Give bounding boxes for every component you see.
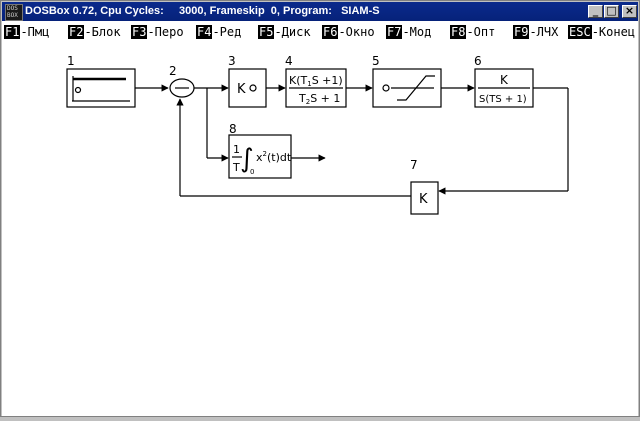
block-7-feedback-gain[interactable] bbox=[410, 181, 439, 215]
diagram-canvas[interactable]: 1 2 3 4 5 6 7 8 K K(T1S +1) T2S + 1 K S(… bbox=[2, 43, 638, 416]
menu-key-f6: F6 bbox=[322, 25, 339, 39]
menu-item-f8[interactable]: F8-Опт bbox=[450, 24, 495, 40]
menu-item-f9[interactable]: F9-ЛЧХ bbox=[513, 24, 558, 40]
block-4-den-sub: 2 bbox=[306, 98, 310, 106]
block-2-number: 2 bbox=[169, 64, 177, 78]
block-4-num-rest: S +1) bbox=[312, 74, 343, 87]
block-7-label: K bbox=[419, 192, 428, 207]
block-7-number: 7 bbox=[410, 158, 418, 172]
menu-item-f3[interactable]: F3-Перо bbox=[131, 24, 184, 40]
menu-key-f8: F8 bbox=[450, 25, 467, 39]
menu-key-f2: F2 bbox=[68, 25, 85, 39]
menu-label-f3: -Перо bbox=[147, 25, 184, 39]
menu-label-f2: -Блок bbox=[84, 25, 121, 39]
block-6-denominator: S(TS + 1) bbox=[479, 94, 527, 105]
block-8-integral-square[interactable] bbox=[228, 134, 292, 179]
window-title: DOSBox 0.72, Cpu Cycles: 3000, Frameskip… bbox=[25, 5, 380, 17]
block-4-number: 4 bbox=[285, 54, 293, 68]
block-1-number: 1 bbox=[67, 54, 75, 68]
title-bar[interactable]: DOS BOX DOSBox 0.72, Cpu Cycles: 3000, F… bbox=[2, 2, 638, 21]
menu-key-f5: F5 bbox=[258, 25, 275, 39]
block-6-numerator: K bbox=[500, 73, 509, 87]
block-3-port-icon bbox=[249, 84, 257, 92]
menu-item-f1[interactable]: F1-Пмц bbox=[4, 24, 49, 40]
block-8-frac-den: T bbox=[232, 161, 240, 174]
block-8-rest: (t)dt bbox=[267, 151, 292, 164]
block-diagram: 1 2 3 4 5 6 7 8 K K(T1S +1) T2S + 1 K S(… bbox=[66, 54, 569, 215]
block-5-curve bbox=[397, 75, 435, 101]
close-icon: × bbox=[624, 4, 635, 17]
block-4-num-sub: 1 bbox=[307, 80, 311, 88]
menu-label-f9: -ЛЧХ bbox=[529, 25, 559, 39]
block-4-num-main: K(T bbox=[289, 74, 308, 87]
menu-item-f6[interactable]: F6-Окно bbox=[322, 24, 375, 40]
menu-key-f3: F3 bbox=[131, 25, 148, 39]
menu-item-f5[interactable]: F5-Диск bbox=[258, 24, 311, 40]
menu-key-f7: F7 bbox=[386, 25, 403, 39]
block-8-number: 8 bbox=[229, 122, 237, 136]
menu-key-f1: F1 bbox=[4, 25, 21, 39]
block-4-den-main: T bbox=[298, 92, 306, 105]
menu-key-f9: F9 bbox=[513, 25, 530, 39]
menu-label-f8: -Опт bbox=[466, 25, 496, 39]
block-8-frac-num: 1 bbox=[233, 143, 240, 156]
block-4-numerator: K(T1S +1) bbox=[289, 74, 343, 88]
block-5-port-icon bbox=[382, 84, 390, 92]
block-3-label: K bbox=[237, 82, 246, 97]
block-6-number: 6 bbox=[474, 54, 482, 68]
menu-item-f7[interactable]: F7-Мод bbox=[386, 24, 431, 40]
menu-item-f2[interactable]: F2-Блок bbox=[68, 24, 121, 40]
dosbox-icon[interactable]: DOS BOX bbox=[5, 4, 23, 21]
block-8-lower-limit: 0 bbox=[250, 168, 254, 176]
block-8-expr: x bbox=[256, 151, 263, 164]
block-3-number: 3 bbox=[228, 54, 236, 68]
block-5-number: 5 bbox=[372, 54, 380, 68]
menu-label-f1: -Пмц bbox=[20, 25, 50, 39]
minimize-icon: _ bbox=[592, 4, 599, 17]
block-8-integrand: x2(t)dt bbox=[256, 150, 292, 164]
menu-label-f6: -Окно bbox=[338, 25, 375, 39]
block-4-den-rest: S + 1 bbox=[310, 92, 340, 105]
block-8-integral-sign: ∫ bbox=[240, 144, 254, 174]
block-4-denominator: T2S + 1 bbox=[298, 92, 340, 106]
menu-label-f5: -Диск bbox=[274, 25, 311, 39]
maximize-button[interactable]: □ bbox=[604, 4, 619, 18]
function-key-menu: F1-Пмц F2-Блок F3-Перо F4-Ред F5-Диск F6… bbox=[2, 21, 638, 43]
menu-label-esc: -Конец bbox=[591, 25, 636, 39]
menu-key-esc: ESC bbox=[568, 25, 592, 39]
menu-item-f4[interactable]: F4-Ред bbox=[196, 24, 241, 40]
menu-label-f7: -Мод bbox=[402, 25, 432, 39]
dosbox-icon-text-top: DOS bbox=[7, 5, 18, 12]
block-3-gain[interactable] bbox=[228, 68, 267, 108]
block-1-port-icon bbox=[74, 86, 82, 94]
dosbox-icon-text-bottom: BOX bbox=[7, 12, 18, 19]
minimize-button[interactable]: _ bbox=[588, 4, 603, 18]
menu-key-f4: F4 bbox=[196, 25, 213, 39]
block-8-exp: 2 bbox=[263, 150, 267, 158]
close-button[interactable]: × bbox=[622, 4, 637, 18]
menu-item-esc[interactable]: ESC-Конец bbox=[568, 24, 635, 40]
maximize-icon: □ bbox=[606, 4, 617, 17]
menu-label-f4: -Ред bbox=[212, 25, 242, 39]
